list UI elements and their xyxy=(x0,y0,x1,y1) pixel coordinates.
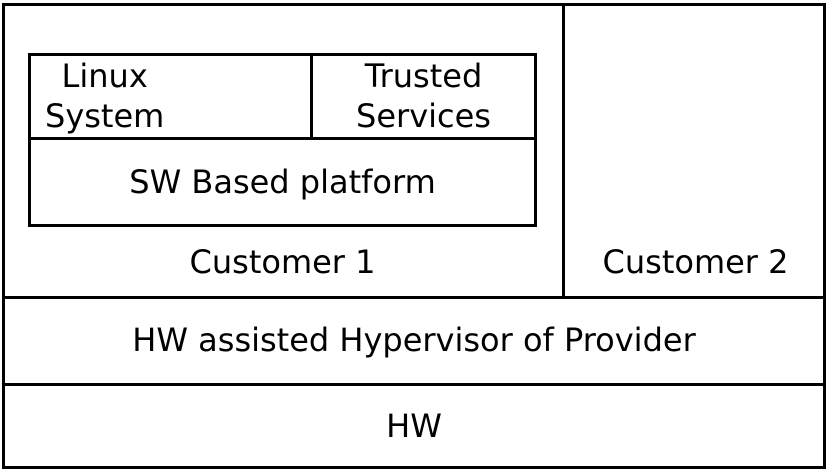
linux-system-box: Linux System xyxy=(31,56,313,137)
hypervisor-top-line xyxy=(2,296,826,299)
hw-top-line xyxy=(2,383,826,386)
linux-system-line2: System xyxy=(45,96,165,135)
hypervisor-layer: HW assisted Hypervisor of Provider xyxy=(2,296,826,383)
hypervisor-label: HW assisted Hypervisor of Provider xyxy=(132,320,696,359)
customer2-label: Customer 2 xyxy=(602,242,789,281)
hw-layer: HW xyxy=(2,383,826,469)
linux-system-label: Linux System xyxy=(45,56,164,136)
hw-label: HW xyxy=(386,407,442,445)
customer1-region: Customer 1 xyxy=(2,227,563,296)
guest-row: Linux System Trusted Services xyxy=(31,56,534,140)
trusted-services-line2: Services xyxy=(356,96,491,135)
trusted-services-line1: Trusted xyxy=(364,56,483,95)
sw-platform-label: SW Based platform xyxy=(129,163,436,201)
customer1-stack-box: Linux System Trusted Services SW Based p… xyxy=(28,53,537,227)
outer-frame xyxy=(2,3,826,469)
trusted-services-label: Trusted Services xyxy=(356,56,491,136)
customer1-label: Customer 1 xyxy=(189,242,376,281)
customer-divider-line xyxy=(562,3,565,296)
linux-system-line1: Linux xyxy=(61,56,148,95)
customer2-region: Customer 2 xyxy=(565,227,826,296)
trusted-services-box: Trusted Services xyxy=(313,56,534,137)
sw-platform-box: SW Based platform xyxy=(31,140,534,224)
